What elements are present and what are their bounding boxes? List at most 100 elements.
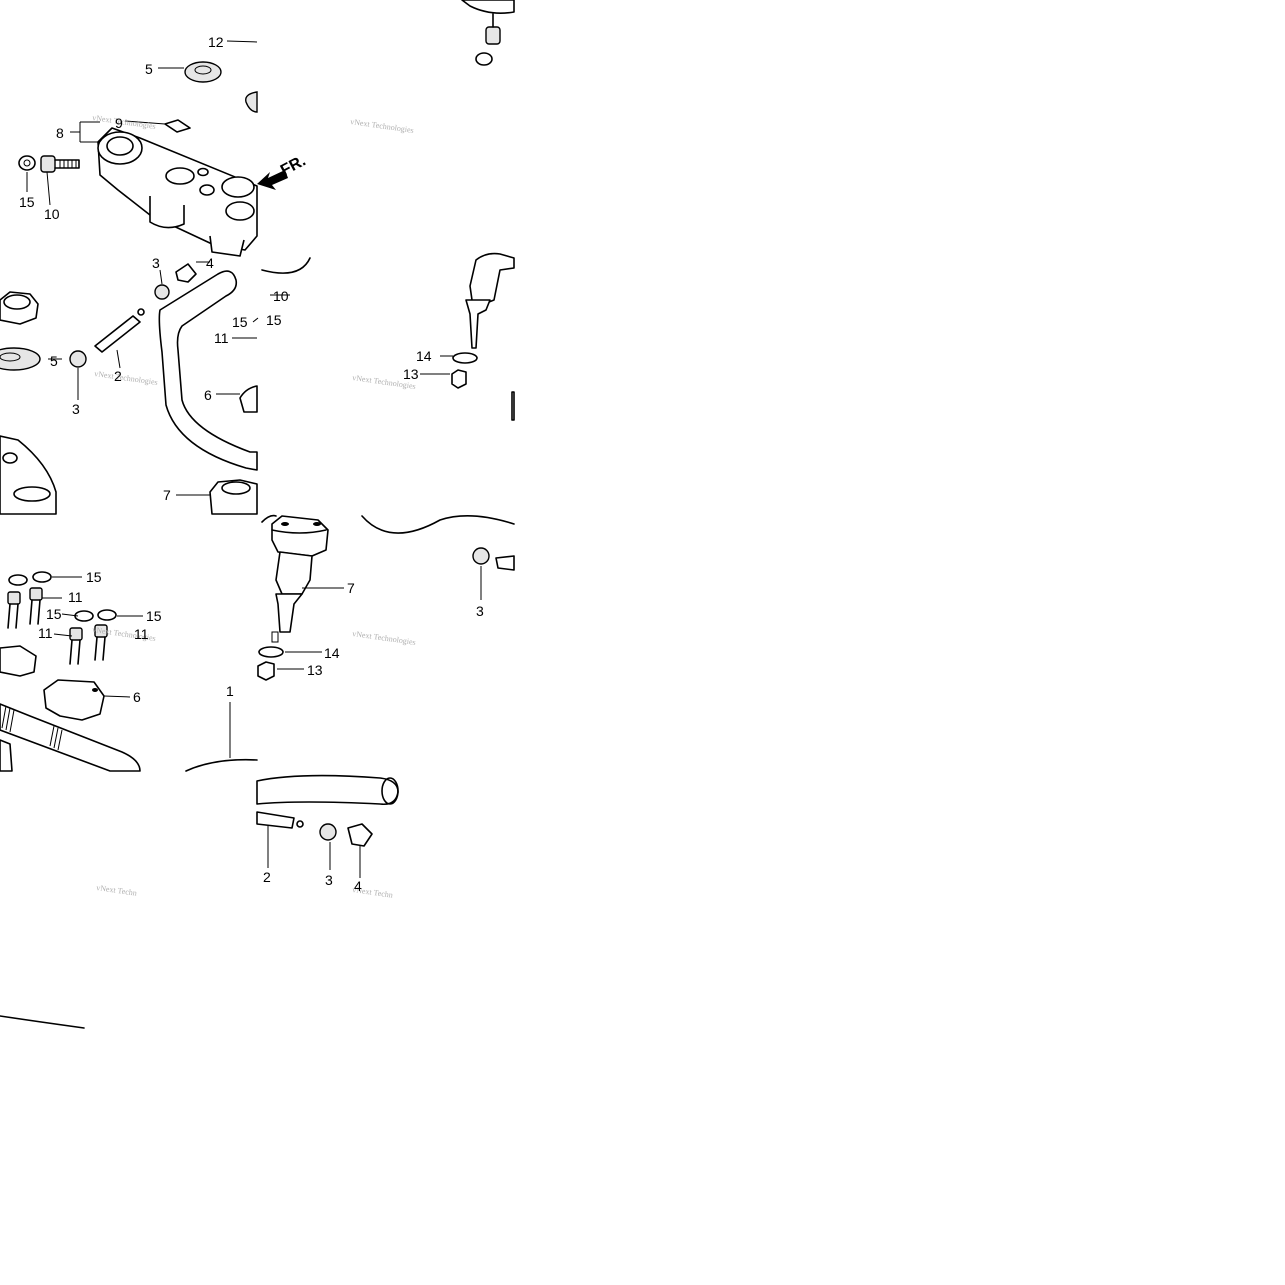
bolt-shank (54, 159, 80, 169)
bushing-inner (194, 65, 212, 75)
riser-part (469, 252, 515, 305)
callout-label: 10 (44, 206, 60, 222)
id-plate-part (164, 119, 191, 133)
riser-hole-a (281, 522, 289, 526)
bridge-hole-4 (225, 201, 255, 221)
callout-label: 8 (56, 125, 64, 141)
fork-outline-2 (261, 514, 515, 534)
riser-shaft-2 (275, 593, 303, 633)
stem-nut-part (0, 291, 39, 325)
watermark: vNext Technologies (94, 369, 159, 387)
callout-label: 4 (354, 878, 362, 894)
pin-end (137, 308, 145, 316)
washer-part (18, 155, 36, 171)
lower-bracket-part (0, 435, 57, 515)
callout-label: 15 (46, 606, 62, 622)
nut-part-4 (257, 661, 275, 681)
tile-2-bounds (257, 0, 514, 514)
callout-label: 9 (115, 115, 123, 131)
callout-label: 7 (163, 487, 171, 503)
callout-label: 14 (416, 348, 432, 364)
callout-label: 11 (38, 625, 53, 641)
holder-part-left (0, 645, 37, 677)
tile-upper-bridge (0, 40, 288, 515)
washer-hole (23, 159, 31, 167)
handlebar-part-left (158, 270, 258, 471)
callout-label: 1 (226, 683, 234, 699)
callout-label: 6 (133, 689, 141, 705)
callout-label: 2 (114, 368, 122, 384)
callout-label: 15 (232, 314, 248, 330)
callout-label: 11 (214, 330, 229, 346)
callout-label: 12 (208, 34, 224, 50)
riser-thread (271, 631, 279, 643)
callout-label: 7 (347, 580, 355, 596)
tile-handlebar-clamps (0, 571, 258, 772)
callout-label: 4 (206, 255, 214, 271)
nut-part-6 (319, 823, 337, 841)
bolt-part-b-shank (29, 599, 41, 625)
callout-label: 6 (204, 387, 212, 403)
callout-label: 2 (263, 869, 271, 885)
callout-label: 3 (72, 401, 80, 417)
riser-part-2 (271, 515, 329, 557)
bolt-part-a-shank (7, 603, 19, 629)
callout-label: 14 (324, 645, 340, 661)
callout-label: 5 (145, 61, 153, 77)
pin-part (94, 315, 141, 353)
bolt-part-c-shank (69, 639, 81, 665)
lower-bracket-hole (13, 486, 51, 502)
front-arrow-icon (257, 170, 288, 190)
washer-part-2 (475, 52, 493, 66)
pin-end-2 (296, 820, 304, 828)
washer-part-7 (97, 609, 117, 621)
holder-part-6 (43, 679, 105, 721)
bushing-part (184, 61, 222, 83)
nut-part-3 (451, 369, 467, 389)
fork-outline (261, 257, 311, 274)
bridge-hole-5 (197, 167, 209, 177)
watermark: vNext Technologies (352, 629, 417, 647)
washer-part-3 (452, 352, 478, 364)
bolt-thread (59, 160, 77, 168)
callout-label: 3 (325, 872, 333, 888)
stem-nut-top (3, 294, 31, 310)
bridge-stem (149, 196, 185, 229)
pin-part-2 (256, 811, 295, 829)
riser-hole-b (313, 522, 321, 526)
washer-part-4 (8, 574, 28, 586)
callout-label: 15 (266, 312, 282, 328)
riser-base-part (511, 391, 515, 421)
bar-edge (0, 1015, 85, 1029)
holder-cap (221, 481, 251, 495)
callout-label: 3 (476, 603, 484, 619)
holder-hole (92, 688, 98, 692)
leader-lines-5 (267, 826, 361, 878)
bushing-part-right (245, 91, 258, 113)
bridge-hole-2 (199, 184, 215, 196)
washer-part-8 (258, 646, 284, 658)
holder-upper-part (239, 385, 258, 413)
nut-part-5 (472, 547, 490, 565)
watermark: vNext Techn (96, 883, 138, 898)
handlebar-part-right (256, 774, 399, 806)
clip-part-2 (495, 555, 515, 571)
upper-bridge-boss (97, 131, 143, 165)
callout-label: 15 (19, 194, 35, 210)
knurling (1, 705, 63, 751)
handlebar-end (381, 777, 399, 805)
callout-label: 13 (307, 662, 323, 678)
callout-label: 13 (403, 366, 419, 382)
bushing-left-inner (0, 352, 21, 362)
nut-part-2 (69, 350, 87, 368)
callout-label: 11 (134, 626, 149, 642)
bridge-stem-2 (209, 235, 245, 257)
bolt-part-a (7, 591, 21, 605)
fork-curve (185, 758, 258, 772)
bolt-part-c (69, 627, 83, 641)
tile-riser (257, 514, 515, 681)
tile-handlebar-end (256, 774, 399, 878)
tile-lower-left (0, 1015, 85, 1029)
watermark: vNext Technologies (350, 117, 415, 135)
